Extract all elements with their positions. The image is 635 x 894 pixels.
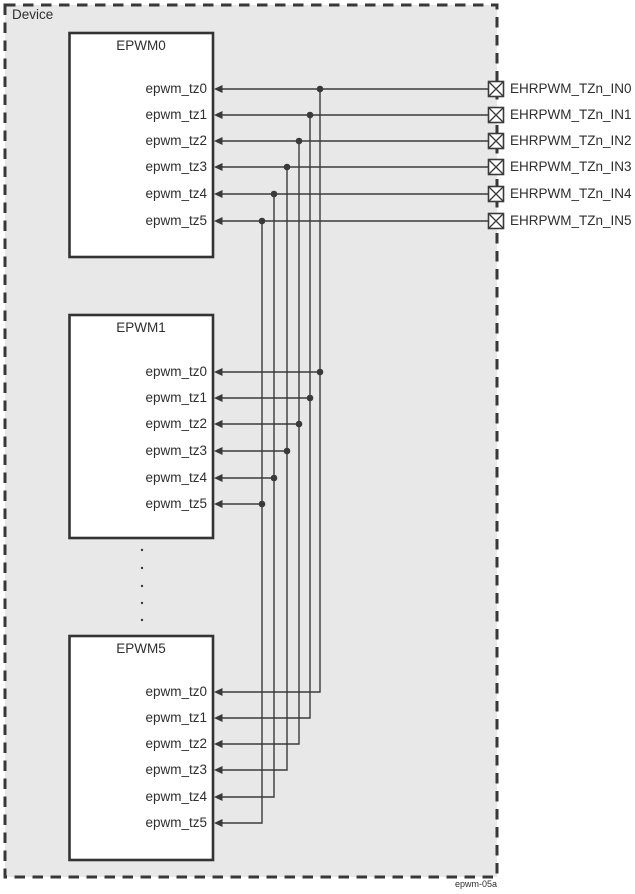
epwm5-title: EPWM5 (116, 641, 166, 656)
epwm0-signal-tz4: epwm_tz4 (145, 186, 207, 201)
epwm5-signal-tz1: epwm_tz1 (145, 710, 207, 725)
pin-symbol-in5 (487, 212, 505, 230)
epwm0-title: EPWM0 (116, 38, 166, 53)
arrowhead-icon (214, 368, 223, 376)
epwm1-signal-tz4: epwm_tz4 (145, 470, 207, 485)
junction-dot (295, 137, 303, 145)
arrowhead-icon (214, 474, 223, 482)
epwm5-signal-tz4: epwm_tz4 (145, 789, 207, 804)
epwm0-signal-tz0: epwm_tz0 (145, 81, 207, 96)
arrowhead-icon (214, 688, 223, 696)
arrowhead-icon (214, 217, 223, 225)
net-epwm-tz3 (214, 163, 488, 774)
net-epwm-tz5 (214, 217, 488, 827)
junction-dot (258, 217, 266, 225)
pin-symbol-in3 (487, 158, 505, 176)
arrowhead-icon (214, 714, 223, 722)
epwm0-signal-tz3: epwm_tz3 (145, 159, 207, 174)
net-epwm-tz0 (214, 85, 488, 696)
device-label: Device (12, 7, 54, 22)
epwm0-block (68, 31, 215, 259)
pin-symbol-in0 (487, 80, 505, 98)
pin-label-in1: EHRPWM_TZn_IN1 (510, 107, 632, 122)
arrowhead-icon (214, 394, 223, 402)
figure-caption: epwm-05a (454, 879, 497, 889)
pin-symbol-in2 (487, 132, 505, 150)
epwm0-signal-tz2: epwm_tz2 (145, 133, 207, 148)
junction-dot (295, 420, 303, 428)
arrowhead-icon (214, 137, 223, 145)
arrowhead-icon (214, 163, 223, 171)
epwm0-signal-tz5: epwm_tz5 (145, 213, 207, 228)
arrowhead-icon (214, 766, 223, 774)
epwm5-signal-tz2: epwm_tz2 (145, 736, 207, 751)
epwm5-block (68, 634, 215, 862)
junction-dot (283, 447, 291, 455)
pin-label-in2: EHRPWM_TZn_IN2 (510, 133, 632, 148)
arrowhead-icon (214, 793, 223, 801)
arrowhead-icon (214, 819, 223, 827)
epwm1-signal-tz3: epwm_tz3 (145, 443, 207, 458)
pin-label-in4: EHRPWM_TZn_IN4 (510, 186, 632, 201)
epwm5-signal-tz3: epwm_tz3 (145, 762, 207, 777)
pin-symbol-in1 (487, 106, 505, 124)
junction-dot (283, 163, 291, 171)
pin-label-in5: EHRPWM_TZn_IN5 (510, 213, 632, 228)
epwm5-signal-tz0: epwm_tz0 (145, 684, 207, 699)
epwm1-title: EPWM1 (116, 320, 166, 335)
junction-dot (306, 394, 314, 402)
epwm0-signal-tz1: epwm_tz1 (145, 107, 207, 122)
junction-dot (270, 190, 278, 198)
arrowhead-icon (214, 420, 223, 428)
arrowhead-icon (214, 740, 223, 748)
junction-dot (316, 368, 324, 376)
net-epwm-tz1 (214, 111, 488, 722)
net-epwm-tz2 (214, 137, 488, 748)
pin-label-in3: EHRPWM_TZn_IN3 (510, 159, 632, 174)
junction-dot (316, 85, 324, 93)
pin-label-in0: EHRPWM_TZn_IN0 (510, 81, 632, 96)
epwm5-signal-tz5: epwm_tz5 (145, 815, 207, 830)
epwm1-signal-tz0: epwm_tz0 (145, 364, 207, 379)
junction-dot (270, 474, 278, 482)
epwm1-signal-tz2: epwm_tz2 (145, 416, 207, 431)
epwm1-block (68, 313, 215, 540)
arrowhead-icon (214, 190, 223, 198)
junction-dot (258, 500, 266, 508)
pin-symbol-in4 (487, 185, 505, 203)
ellipsis-dots (140, 548, 144, 622)
net-epwm-tz4 (214, 190, 488, 801)
arrowhead-icon (214, 111, 223, 119)
arrowhead-icon (214, 500, 223, 508)
epwm1-signal-tz5: epwm_tz5 (145, 496, 207, 511)
junction-dot (306, 111, 314, 119)
arrowhead-icon (214, 85, 223, 93)
arrowhead-icon (214, 447, 223, 455)
epwm1-signal-tz1: epwm_tz1 (145, 390, 207, 405)
